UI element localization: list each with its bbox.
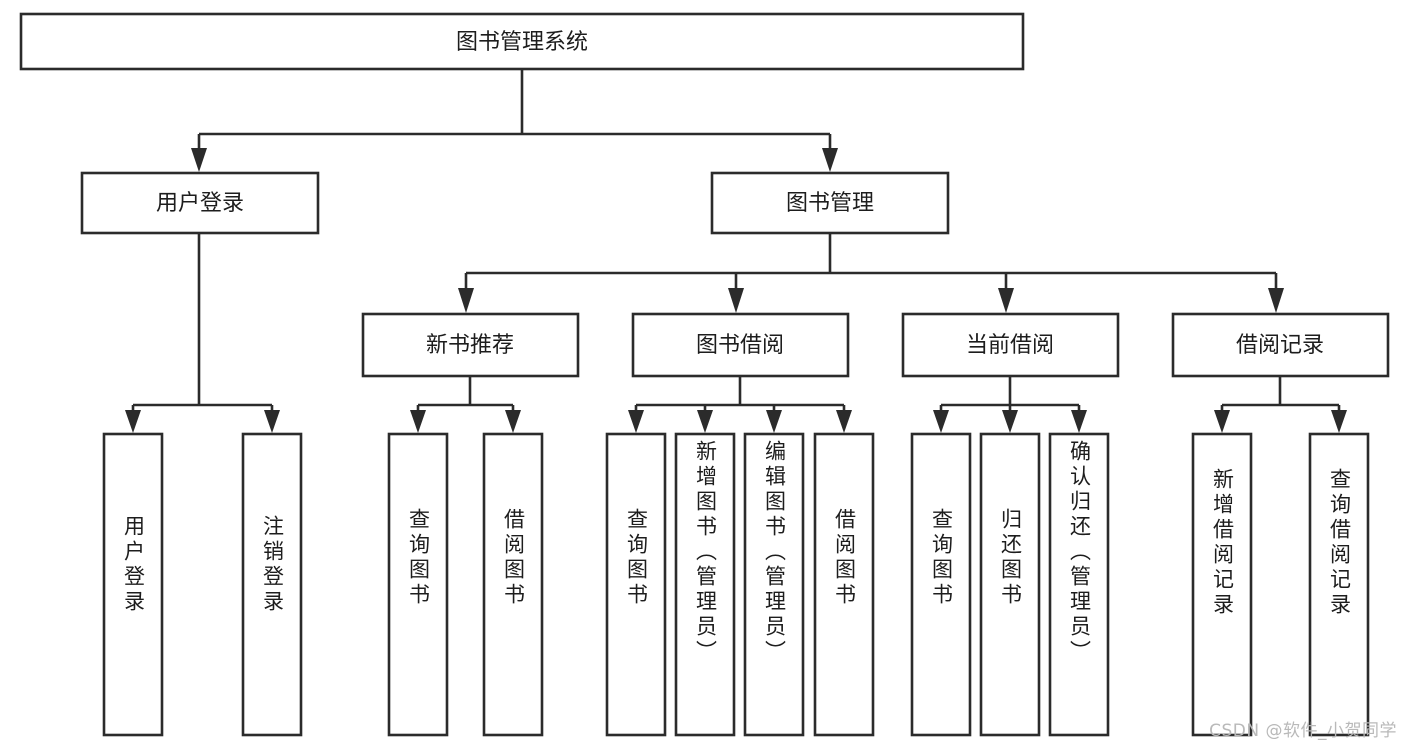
connector-group-book-manage — [458, 233, 1284, 313]
node-book-borrow-label: 图书借阅 — [696, 333, 784, 358]
arrow-newbook-to-query-book — [410, 410, 426, 433]
arrow-bookmanage-to-current-borrow — [998, 288, 1014, 313]
node-root-box[interactable] — [19, 12, 1025, 71]
leaf-user-login-box[interactable] — [102, 432, 164, 737]
node-borrow-record-label: 借阅记录 — [1236, 333, 1324, 358]
node-book-manage-box[interactable] — [710, 171, 950, 235]
arrow-borrowrecord-to-add-record — [1214, 410, 1230, 433]
arrow-bookborrow-to-borrow-book — [836, 410, 852, 433]
leaf-logout-box[interactable] — [241, 432, 303, 737]
arrow-borrowrecord-to-query-record — [1331, 410, 1347, 433]
node-current-borrow-label: 当前借阅 — [966, 333, 1054, 358]
arrow-newbook-to-borrow-book — [505, 410, 521, 433]
arrow-bookmanage-to-borrow-record — [1268, 288, 1284, 313]
arrow-userlogin-to-leaf-1 — [125, 410, 141, 433]
arrow-bookborrow-to-edit-book — [766, 410, 782, 433]
arrow-bookmanage-to-new-book-rec — [458, 288, 474, 313]
node-borrow-record[interactable]: 借阅记录 — [1171, 312, 1390, 378]
arrow-root-to-user-login — [191, 148, 207, 172]
node-book-borrow[interactable]: 图书借阅 — [631, 312, 850, 378]
leaf-borrow-book-2-box[interactable] — [813, 432, 875, 737]
node-borrow-record-box[interactable] — [1171, 312, 1390, 378]
node-book-borrow-box[interactable] — [631, 312, 850, 378]
connector-group-book-borrow — [628, 376, 852, 433]
connector-group-root — [191, 69, 838, 172]
arrow-userlogin-to-leaf-2 — [264, 410, 280, 433]
node-new-book-rec-box[interactable] — [361, 312, 580, 378]
arrow-bookborrow-to-add-book — [697, 410, 713, 433]
connector-group-new-book-rec — [410, 376, 521, 433]
node-user-login-box[interactable] — [80, 171, 320, 235]
connector-group-user-login — [125, 233, 280, 433]
leaf-add-record-box[interactable] — [1191, 432, 1253, 737]
leaf-edit-book-box[interactable] — [743, 432, 805, 737]
leaf-return-book-box[interactable] — [979, 432, 1041, 737]
leaf-confirm-return-box[interactable] — [1048, 432, 1110, 737]
node-book-manage-label: 图书管理 — [786, 191, 874, 216]
node-book-manage[interactable]: 图书管理 — [710, 171, 950, 235]
arrow-currentborrow-to-return-book — [1002, 410, 1018, 433]
connector-group-current-borrow — [933, 376, 1087, 433]
node-new-book-rec-label: 新书推荐 — [426, 333, 514, 358]
node-user-login-label: 用户登录 — [156, 191, 244, 216]
node-current-borrow-box[interactable] — [901, 312, 1120, 378]
node-user-login[interactable]: 用户登录 — [80, 171, 320, 235]
leaf-query-record-box[interactable] — [1308, 432, 1370, 737]
csdn-watermark: CSDN @软件_小贺同学 — [1209, 721, 1397, 741]
node-new-book-rec[interactable]: 新书推荐 — [361, 312, 580, 378]
leaf-query-book-2-box[interactable] — [605, 432, 667, 737]
arrow-bookmanage-to-book-borrow — [728, 288, 744, 313]
leaf-query-book-1-box[interactable] — [387, 432, 449, 737]
leaf-borrow-book-1-box[interactable] — [482, 432, 544, 737]
leaf-add-book-box[interactable] — [674, 432, 736, 737]
leaf-query-book-3-box[interactable] — [910, 432, 972, 737]
node-root-label: 图书管理系统 — [456, 30, 588, 55]
arrow-currentborrow-to-query-book — [933, 410, 949, 433]
node-root[interactable]: 图书管理系统 — [19, 12, 1025, 71]
arrow-bookborrow-to-query-book — [628, 410, 644, 433]
leaf-boxes — [102, 432, 1370, 737]
connector-group-borrow-record — [1214, 376, 1347, 433]
arrow-currentborrow-to-confirm-return — [1071, 410, 1087, 433]
node-current-borrow[interactable]: 当前借阅 — [901, 312, 1120, 378]
arrow-root-to-book-manage — [822, 148, 838, 172]
